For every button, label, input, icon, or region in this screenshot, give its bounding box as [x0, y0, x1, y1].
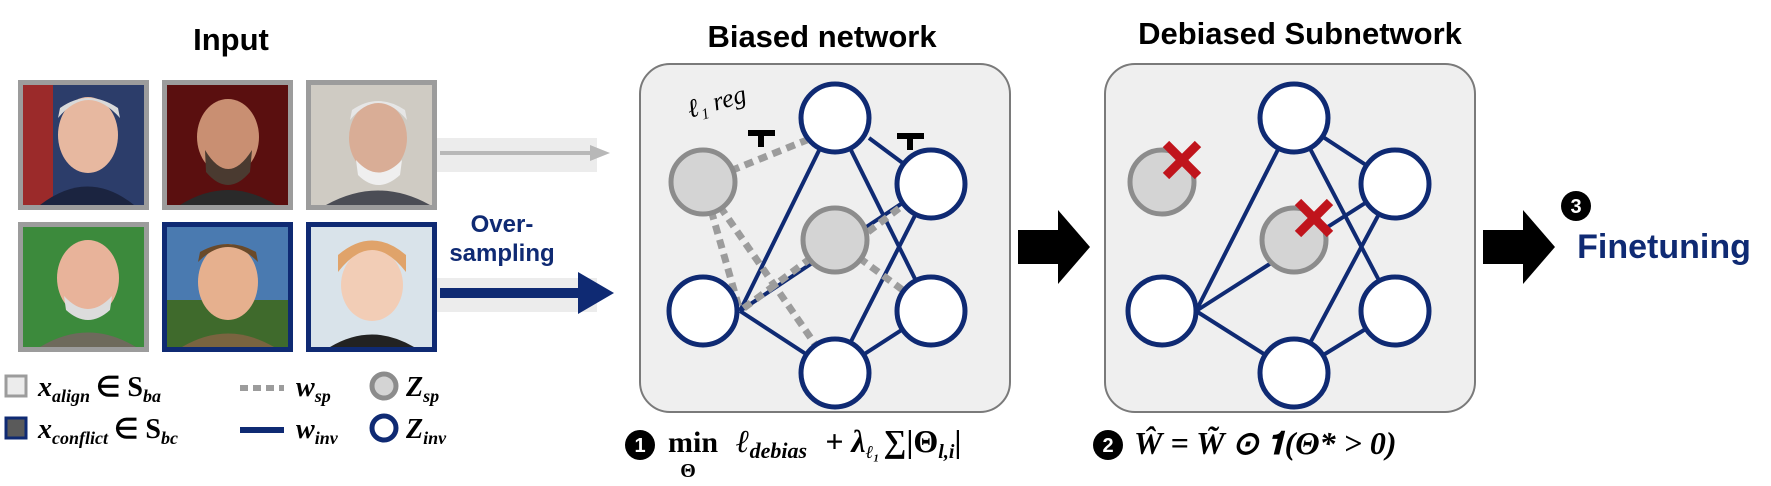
formula-debias-objective: 1 min Θ ℓdebias+ λℓ₁∑|Θl,i|	[625, 423, 961, 482]
face-image-aligned-4	[18, 222, 149, 352]
sub-node-left-bottom	[1125, 274, 1199, 348]
step-1-badge	[625, 430, 655, 460]
face-image-conflict-2	[306, 222, 437, 352]
node-invariant-bottom	[798, 336, 872, 410]
sub-node-top	[1257, 81, 1331, 155]
svg-text:3: 3	[1570, 196, 1581, 218]
face-image-aligned-3	[306, 80, 437, 210]
sub-node-bottom	[1257, 336, 1331, 410]
face-image-aligned-2	[162, 80, 293, 210]
svg-text:1: 1	[634, 435, 645, 457]
finetuning-label: Finetuning	[1577, 228, 1751, 266]
svg-text:Zsp: Zsp	[405, 372, 439, 406]
node-invariant-right-bottom	[894, 274, 968, 348]
face-image-aligned-1	[18, 80, 149, 210]
node-invariant-right-top	[894, 147, 968, 221]
legend: xalign∈ Sba xconflict∈ Sbc wsp winv Zsp …	[4, 371, 447, 448]
sub-node-right-bottom	[1358, 274, 1432, 348]
oversampling-arrow-icon	[437, 272, 614, 314]
oversampling-label-2: sampling	[449, 240, 554, 267]
arrow-right-icon	[1483, 210, 1555, 284]
legend-zinv-circle	[369, 413, 399, 443]
input-title: Input	[193, 22, 269, 57]
oversampling-label-1: Over-	[471, 211, 534, 238]
input-image-grid	[18, 80, 437, 352]
svg-text:Θ: Θ	[680, 460, 696, 482]
aligned-flow-arrow	[437, 138, 610, 172]
biased-network-title: Biased network	[707, 19, 937, 54]
debiased-subnetwork-title: Debiased Subnetwork	[1138, 16, 1463, 51]
x-mark-icon	[1162, 140, 1202, 180]
svg-text:wsp: wsp	[296, 372, 331, 406]
node-spurious-left	[668, 147, 738, 217]
svg-text:Ŵ = W̃ ⊙ 𝟏(Θ* > 0): Ŵ = W̃ ⊙ 𝟏(Θ* > 0)	[1134, 425, 1397, 461]
svg-text:ℓdebias+ λℓ₁∑|Θl,i|: ℓdebias+ λℓ₁∑|Θl,i|	[736, 423, 961, 463]
arrow-right-icon	[1018, 210, 1090, 284]
svg-text:xalign∈ Sba: xalign∈ Sba	[37, 372, 161, 406]
legend-conflict-swatch	[4, 416, 28, 440]
svg-text:2: 2	[1102, 435, 1113, 457]
legend-aligned-swatch	[4, 374, 28, 398]
svg-text:winv: winv	[296, 414, 339, 448]
svg-text:Zinv: Zinv	[405, 414, 447, 448]
x-mark-icon	[1294, 198, 1334, 238]
l1-reg-mark-right	[897, 133, 924, 150]
sub-node-right-top	[1358, 147, 1432, 221]
svg-text:min: min	[668, 426, 718, 459]
node-spurious-center	[800, 205, 870, 275]
step-2-badge	[1093, 430, 1123, 460]
legend-zsp-circle	[369, 371, 399, 401]
step-3-badge: 3	[1561, 191, 1591, 221]
node-invariant-left-bottom	[666, 274, 740, 348]
formula-subnetwork-mask: 2 Ŵ = W̃ ⊙ 𝟏(Θ* > 0)	[1093, 425, 1397, 461]
node-invariant-top	[798, 81, 872, 155]
debiased-subnetwork-panel	[1104, 63, 1476, 413]
biased-network-panel: ℓ₁ reg	[639, 63, 1011, 413]
svg-text:xconflict∈ Sbc: xconflict∈ Sbc	[37, 414, 178, 448]
face-image-conflict-1	[162, 222, 293, 352]
l1-reg-mark-left	[748, 130, 775, 147]
